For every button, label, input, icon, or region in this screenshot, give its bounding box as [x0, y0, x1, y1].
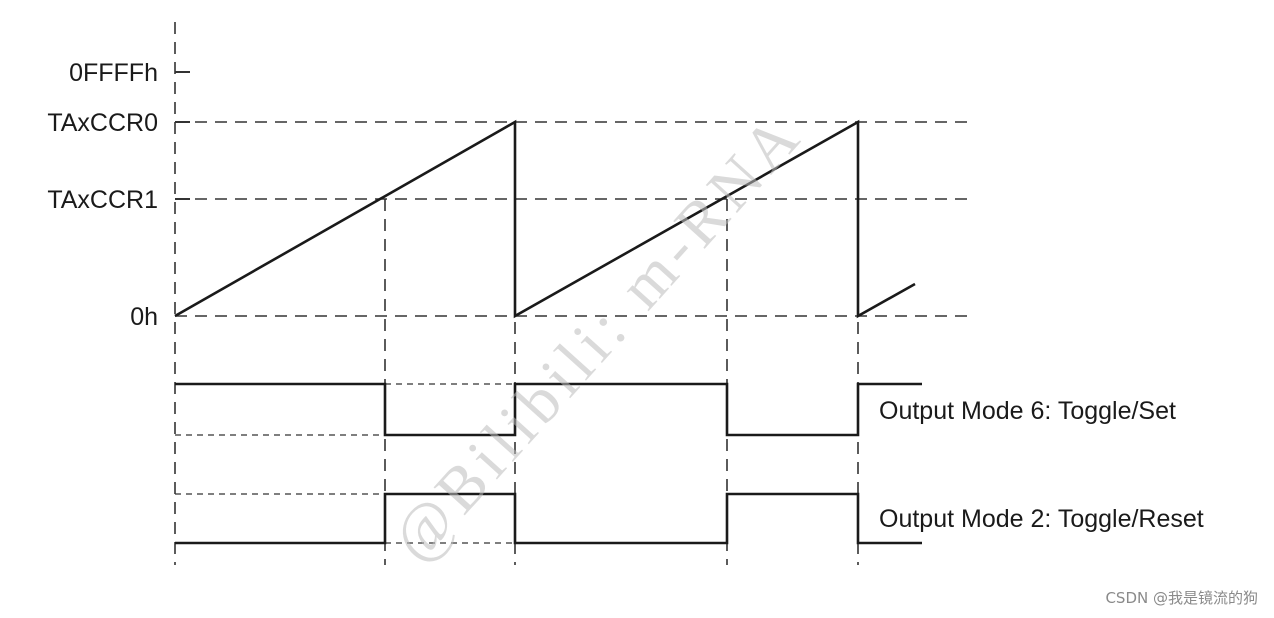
mode6-label: Output Mode 6: Toggle/Set	[879, 397, 1176, 425]
level-label-ccr0: TAxCCR0	[47, 109, 158, 137]
level-label-ccr1: TAxCCR1	[47, 186, 158, 214]
level-label-zero: 0h	[130, 303, 158, 331]
mode6-waveform	[175, 382, 922, 437]
mode2-waveform	[175, 492, 922, 545]
level-label-max: 0FFFFh	[69, 59, 158, 87]
counter-sawtooth	[174, 119, 916, 319]
watermark: @Bilibili: m-RNA	[378, 99, 816, 575]
credit-text: CSDN @我是镜流的狗	[1105, 589, 1258, 607]
mode2-label: Output Mode 2: Toggle/Reset	[879, 505, 1204, 533]
